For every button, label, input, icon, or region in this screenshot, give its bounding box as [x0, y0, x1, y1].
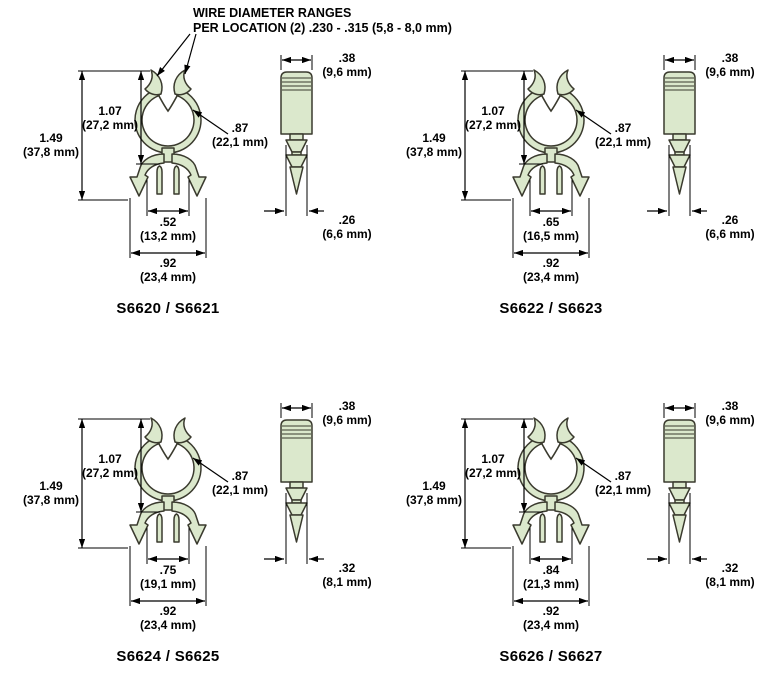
clip-height-dim: 1.07 (27,2 mm)	[464, 104, 522, 132]
clip-diameter-dim: .87 (22,1 mm)	[211, 469, 269, 497]
pin-width-dim: .26 (6,6 mm)	[705, 213, 755, 241]
clip-diameter-dim: .87 (22,1 mm)	[594, 469, 652, 497]
side-width-dim: .38 (9,6 mm)	[322, 399, 372, 427]
part-number-label: S6620 / S6621	[116, 300, 220, 317]
panel-s6622-s6623: 1.49 (37,8 mm) 1.07 (27,2 mm) .87 (22,1 …	[383, 0, 765, 330]
clip-height-dim: 1.07 (27,2 mm)	[464, 452, 522, 480]
base-width-dim: .92 (23,4 mm)	[139, 604, 197, 632]
pin-width-dim: .26 (6,6 mm)	[322, 213, 372, 241]
wire-diameter-note-line2: PER LOCATION (2) .230 - .315 (5,8 - 8,0 …	[193, 21, 452, 35]
part-number-label: S6624 / S6625	[116, 648, 220, 665]
side-width-dim: .38 (9,6 mm)	[705, 399, 755, 427]
inner-width-dim: .65 (16,5 mm)	[522, 215, 580, 243]
clip-drawing	[0, 33, 382, 330]
pin-width-dim: .32 (8,1 mm)	[705, 561, 755, 589]
clip-diameter-dim: .87 (22,1 mm)	[594, 121, 652, 149]
panel-s6626-s6627: 1.49 (37,8 mm) 1.07 (27,2 mm) .87 (22,1 …	[383, 348, 765, 678]
base-width-dim: .92 (23,4 mm)	[522, 604, 580, 632]
inner-width-dim: .52 (13,2 mm)	[139, 215, 197, 243]
overall-height-dim: 1.49 (37,8 mm)	[22, 131, 80, 159]
wire-diameter-note-line1: WIRE DIAMETER RANGES	[193, 6, 352, 20]
side-width-dim: .38 (9,6 mm)	[705, 51, 755, 79]
inner-width-dim: .84 (21,3 mm)	[522, 563, 580, 591]
panel-s6620-s6621: 1.49 (37,8 mm) 1.07 (27,2 mm) .87 (22,1 …	[0, 0, 382, 330]
inner-width-dim: .75 (19,1 mm)	[139, 563, 197, 591]
base-width-dim: .92 (23,4 mm)	[139, 256, 197, 284]
clip-height-dim: 1.07 (27,2 mm)	[81, 452, 139, 480]
pin-width-dim: .32 (8,1 mm)	[322, 561, 372, 589]
base-width-dim: .92 (23,4 mm)	[522, 256, 580, 284]
overall-height-dim: 1.49 (37,8 mm)	[405, 131, 463, 159]
overall-height-dim: 1.49 (37,8 mm)	[22, 479, 80, 507]
clip-diameter-dim: .87 (22,1 mm)	[211, 121, 269, 149]
panel-s6624-s6625: 1.49 (37,8 mm) 1.07 (27,2 mm) .87 (22,1 …	[0, 348, 382, 678]
clip-height-dim: 1.07 (27,2 mm)	[81, 104, 139, 132]
overall-height-dim: 1.49 (37,8 mm)	[405, 479, 463, 507]
part-number-label: S6622 / S6623	[499, 300, 603, 317]
part-number-label: S6626 / S6627	[499, 648, 603, 665]
wire-diameter-note: WIRE DIAMETER RANGES PER LOCATION (2) .2…	[193, 6, 452, 36]
side-width-dim: .38 (9,6 mm)	[322, 51, 372, 79]
